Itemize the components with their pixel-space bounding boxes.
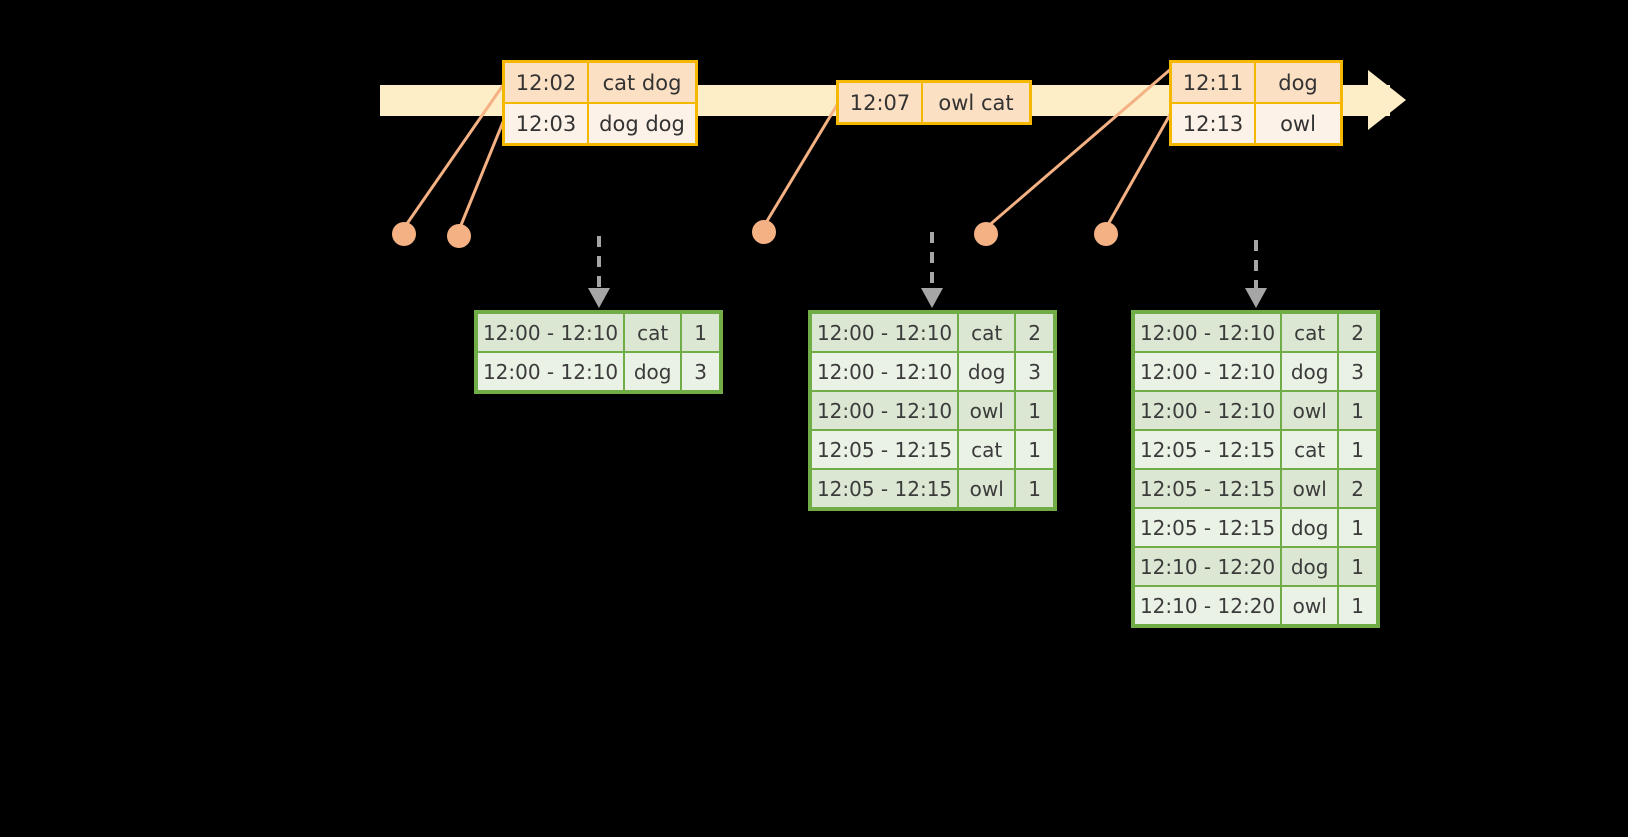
count-cell: 1 xyxy=(1339,548,1377,585)
window-cell: 12:00 - 12:10 xyxy=(1135,353,1281,390)
event-words: dog dog xyxy=(589,104,695,143)
event-row[interactable]: 12:07 owl cat xyxy=(839,83,1029,122)
event-time: 12:13 xyxy=(1172,104,1256,143)
key-cell: owl xyxy=(959,392,1015,429)
event-words: owl cat xyxy=(923,83,1029,122)
key-cell: owl xyxy=(959,470,1015,507)
event-words: owl xyxy=(1256,104,1340,143)
event-marker-1211[interactable] xyxy=(974,222,998,246)
key-cell: dog xyxy=(625,353,681,390)
event-marker-1207[interactable] xyxy=(752,220,776,244)
event-row[interactable]: 12:11 dog xyxy=(1172,63,1340,102)
flow-arrow-head-3 xyxy=(1245,288,1267,308)
count-cell: 1 xyxy=(1339,587,1377,624)
event-row[interactable]: 12:02 cat dog xyxy=(505,63,695,102)
key-cell: dog xyxy=(1282,548,1338,585)
count-cell: 3 xyxy=(682,353,720,390)
count-cell: 1 xyxy=(1016,431,1054,468)
count-cell: 1 xyxy=(1016,392,1054,429)
connector-line-1213 xyxy=(1104,103,1178,229)
event-marker-1202[interactable] xyxy=(392,222,416,246)
count-cell: 3 xyxy=(1016,353,1054,390)
window-cell: 12:05 - 12:15 xyxy=(1135,431,1281,468)
event-marker-1213[interactable] xyxy=(1094,222,1118,246)
key-cell: dog xyxy=(1282,509,1338,546)
key-cell: dog xyxy=(1282,353,1338,390)
window-cell: 12:05 - 12:15 xyxy=(812,470,958,507)
event-words: cat dog xyxy=(589,63,695,102)
window-cell: 12:00 - 12:10 xyxy=(1135,392,1281,429)
window-cell: 12:05 - 12:15 xyxy=(1135,509,1281,546)
event-time: 12:02 xyxy=(505,63,589,102)
window-cell: 12:10 - 12:20 xyxy=(1135,587,1281,624)
key-cell: dog xyxy=(959,353,1015,390)
window-cell: 12:05 - 12:15 xyxy=(812,431,958,468)
flow-arrow-head-2 xyxy=(921,288,943,308)
key-cell: owl xyxy=(1282,392,1338,429)
window-cell: 12:00 - 12:10 xyxy=(812,392,958,429)
flow-arrow-head-1 xyxy=(588,288,610,308)
connector-line-1207 xyxy=(762,99,842,227)
key-cell: cat xyxy=(959,431,1015,468)
timeline-arrowhead-icon xyxy=(1368,70,1406,130)
count-cell: 3 xyxy=(1339,353,1377,390)
window-cell: 12:05 - 12:15 xyxy=(1135,470,1281,507)
window-cell: 12:00 - 12:10 xyxy=(812,314,958,351)
count-cell: 1 xyxy=(682,314,720,351)
count-cell: 1 xyxy=(1339,509,1377,546)
event-marker-1203[interactable] xyxy=(447,224,471,248)
count-cell: 1 xyxy=(1339,431,1377,468)
window-cell: 12:10 - 12:20 xyxy=(1135,548,1281,585)
window-cell: 12:00 - 12:10 xyxy=(1135,314,1281,351)
key-cell: cat xyxy=(1282,314,1338,351)
key-cell: cat xyxy=(625,314,681,351)
event-row[interactable]: 12:13 owl xyxy=(1172,102,1340,143)
count-cell: 1 xyxy=(1339,392,1377,429)
window-cell: 12:00 - 12:10 xyxy=(478,353,624,390)
count-cell: 2 xyxy=(1339,470,1377,507)
count-cell: 1 xyxy=(1016,470,1054,507)
event-box-1[interactable]: 12:02 cat dog 12:03 dog dog xyxy=(502,60,698,146)
key-cell: owl xyxy=(1282,587,1338,624)
event-time: 12:11 xyxy=(1172,63,1256,102)
count-cell: 2 xyxy=(1016,314,1054,351)
event-words: dog xyxy=(1256,63,1340,102)
count-cell: 2 xyxy=(1339,314,1377,351)
key-cell: owl xyxy=(1282,470,1338,507)
key-cell: cat xyxy=(959,314,1015,351)
window-cell: 12:00 - 12:10 xyxy=(812,353,958,390)
event-row[interactable]: 12:03 dog dog xyxy=(505,102,695,143)
event-time: 12:03 xyxy=(505,104,589,143)
event-time: 12:07 xyxy=(839,83,923,122)
window-cell: 12:00 - 12:10 xyxy=(478,314,624,351)
key-cell: cat xyxy=(1282,431,1338,468)
event-box-2[interactable]: 12:07 owl cat xyxy=(836,80,1032,125)
event-box-3[interactable]: 12:11 dog 12:13 owl xyxy=(1169,60,1343,146)
